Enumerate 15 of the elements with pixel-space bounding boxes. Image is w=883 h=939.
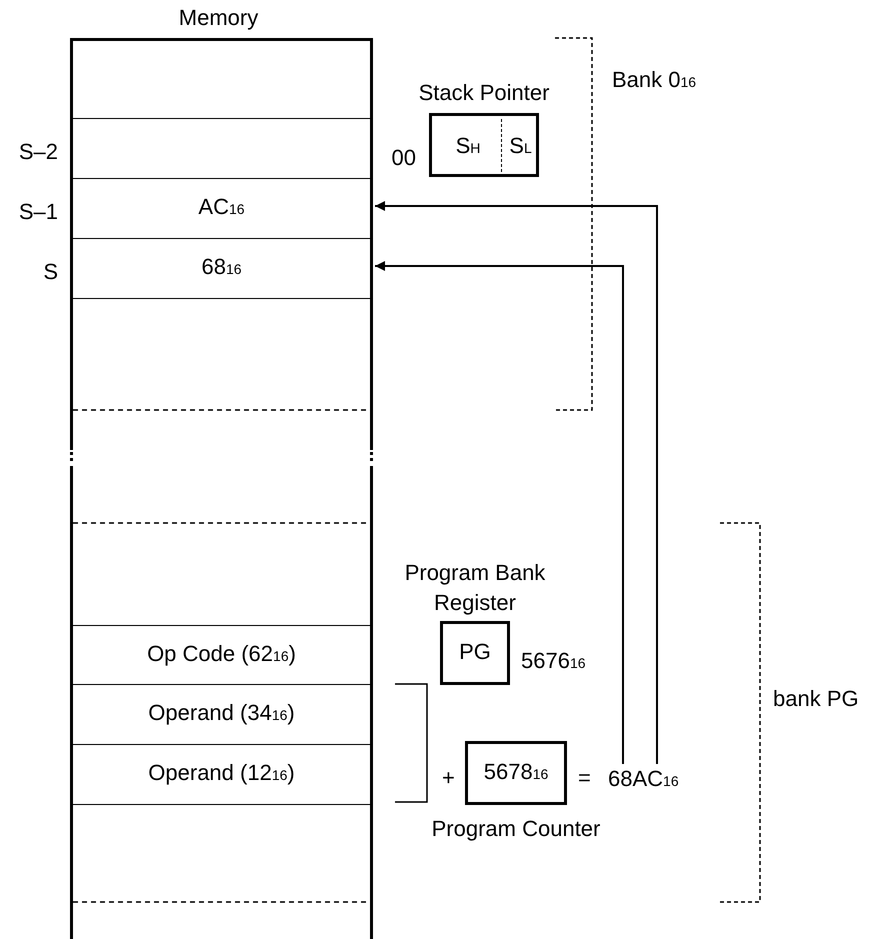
register-title: Stack Pointer [418, 80, 550, 106]
bank-label: bank PG [773, 686, 859, 712]
address-label: S–2 [18, 139, 58, 165]
operator-sign: = [578, 765, 591, 791]
column-title: Memory [178, 5, 260, 31]
register-title: Program Counter [430, 816, 602, 842]
address-label: S [43, 259, 58, 285]
address-label: S–1 [18, 199, 58, 225]
register-title: Program Bank Register [404, 559, 546, 617]
register-prefix: 00 [392, 145, 416, 171]
memory-cell [70, 625, 373, 685]
register-value: PG [458, 639, 492, 665]
arrow [375, 201, 658, 764]
operator-sign: + [442, 765, 455, 791]
arrow [375, 261, 624, 764]
